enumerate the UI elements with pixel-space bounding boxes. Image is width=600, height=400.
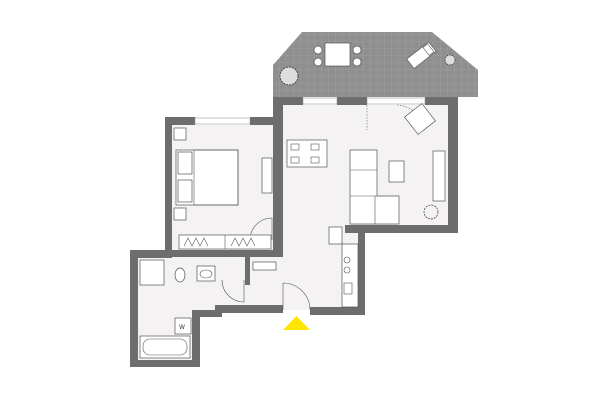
washing-machine: W bbox=[174, 317, 192, 335]
plant-icon bbox=[279, 66, 299, 86]
stove-icon bbox=[343, 256, 351, 264]
entrance-door[interactable] bbox=[282, 282, 311, 311]
sofa-icon bbox=[349, 149, 400, 225]
window bbox=[302, 97, 338, 105]
bathroom-door[interactable] bbox=[221, 279, 245, 303]
bathtub-icon bbox=[139, 335, 191, 359]
nightstand bbox=[173, 127, 187, 141]
sink-icon bbox=[343, 282, 353, 295]
balcony-door bbox=[366, 97, 426, 105]
hall-shelf bbox=[252, 261, 277, 271]
armchair-icon bbox=[404, 103, 436, 135]
entrance-arrow-icon bbox=[283, 316, 310, 330]
plant-icon bbox=[423, 204, 439, 220]
toilet-icon bbox=[174, 267, 186, 283]
sink-icon bbox=[196, 265, 216, 282]
sun-lounger-icon bbox=[406, 41, 437, 70]
desk bbox=[261, 157, 273, 194]
wardrobe bbox=[178, 234, 272, 250]
dining-table-icon bbox=[286, 139, 328, 168]
nightstand bbox=[173, 207, 187, 221]
walls bbox=[130, 97, 458, 367]
plant-icon bbox=[444, 54, 456, 66]
coffee-table bbox=[388, 160, 405, 183]
washer-label: W bbox=[179, 324, 185, 331]
window bbox=[194, 117, 251, 125]
tv-unit bbox=[432, 150, 446, 202]
shower bbox=[139, 259, 165, 286]
kitchen-counter bbox=[328, 226, 359, 308]
balcony-table bbox=[313, 42, 362, 67]
bed-icon bbox=[175, 149, 239, 206]
